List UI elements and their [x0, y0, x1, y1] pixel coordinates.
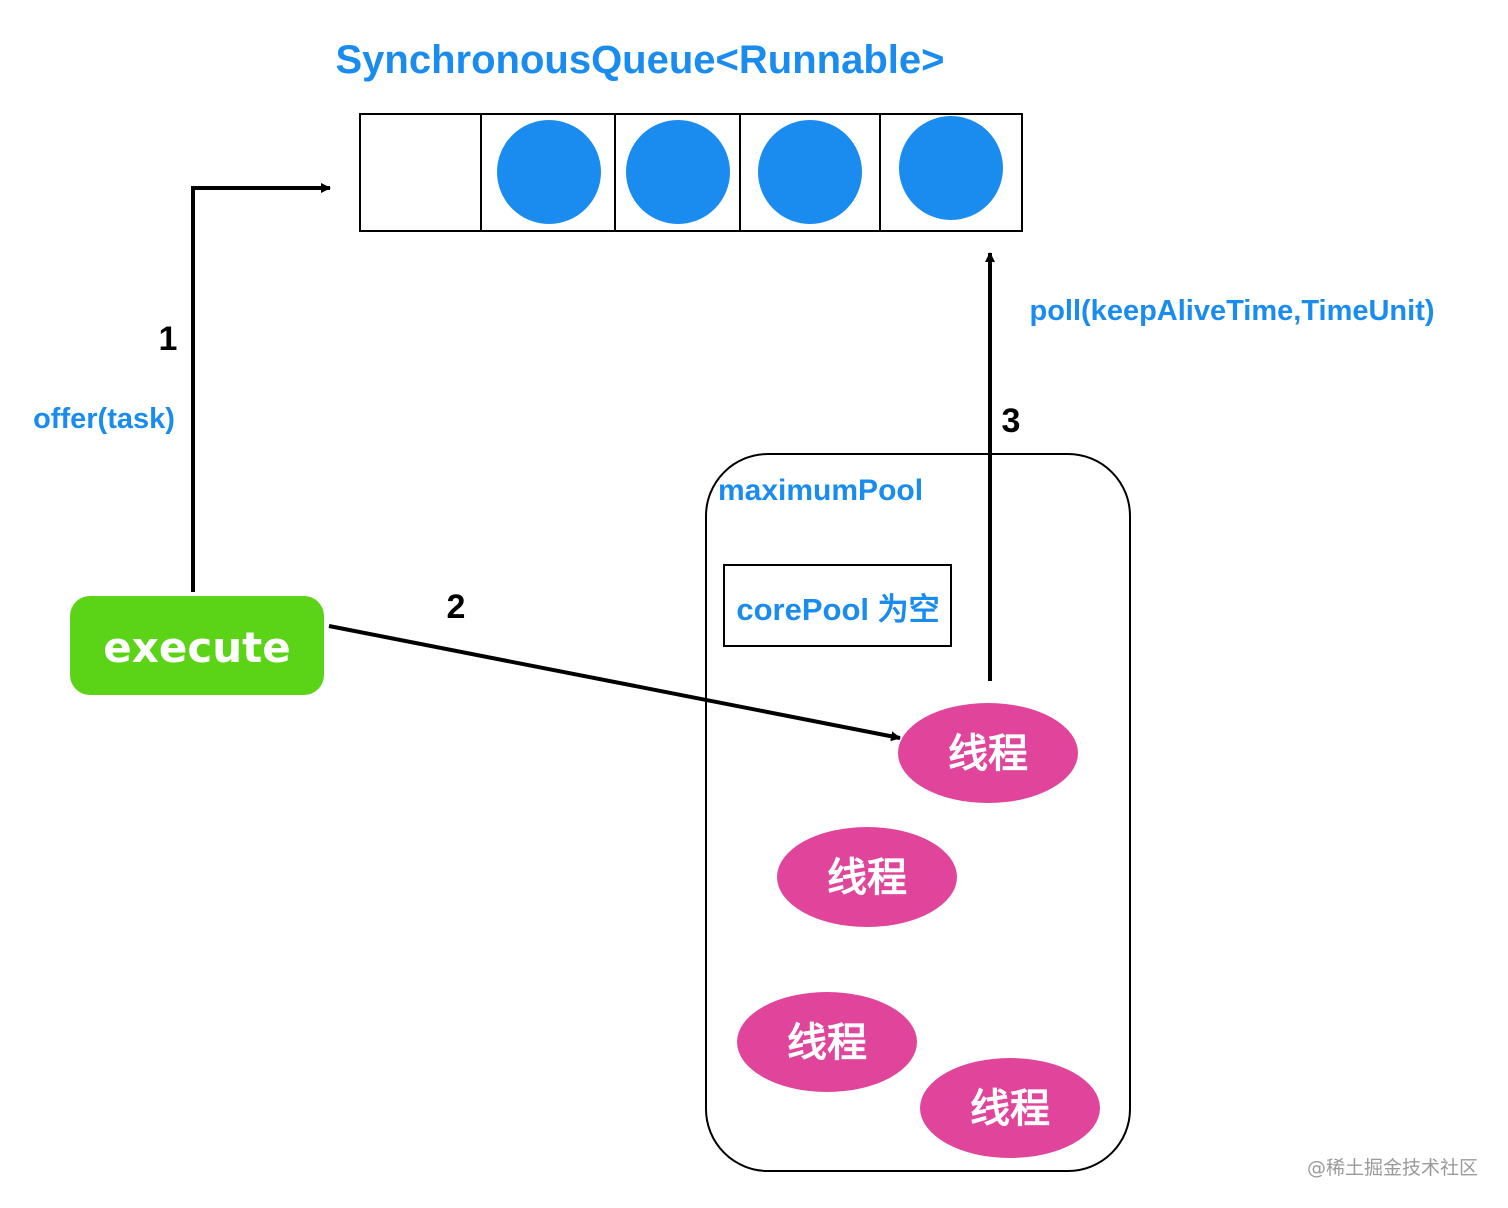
- core-pool-label: corePool 为空: [736, 592, 939, 627]
- thread-node: 线程: [737, 992, 917, 1092]
- queued-task-dot: [626, 120, 730, 224]
- step-2-number: 2: [447, 588, 466, 626]
- arrow-execute-to-thread: [328, 624, 901, 742]
- queue-box: [359, 113, 1023, 232]
- queued-task-dot: [758, 120, 862, 224]
- queue-slot-empty: [359, 113, 482, 232]
- maximum-pool-title: maximumPool: [718, 474, 923, 507]
- maximum-pool-container: [705, 453, 1131, 1172]
- thread-node: 线程: [920, 1058, 1100, 1158]
- thread-label: 线程: [787, 1020, 867, 1066]
- thread-label: 线程: [948, 731, 1028, 777]
- step-1-number: 1: [159, 320, 178, 358]
- queued-task-dot: [497, 120, 601, 224]
- execute-label: execute: [103, 623, 290, 672]
- step-3-number: 3: [1002, 402, 1021, 440]
- core-pool-box: [723, 564, 952, 647]
- watermark: @稀土掘金技术社区: [1307, 1157, 1478, 1179]
- arrow-offer: [191, 183, 331, 592]
- execute-box[interactable]: [70, 596, 324, 695]
- thread-node: 线程: [777, 827, 957, 927]
- step-3-label: poll(keepAliveTime,TimeUnit): [1029, 295, 1434, 327]
- queued-task-dot: [899, 116, 1003, 220]
- thread-label: 线程: [827, 855, 907, 901]
- queue-title: SynchronousQueue<Runnable>: [335, 38, 944, 82]
- step-1-label: offer(task): [33, 403, 175, 435]
- thread-node: 线程: [898, 703, 1078, 803]
- thread-label: 线程: [970, 1086, 1050, 1132]
